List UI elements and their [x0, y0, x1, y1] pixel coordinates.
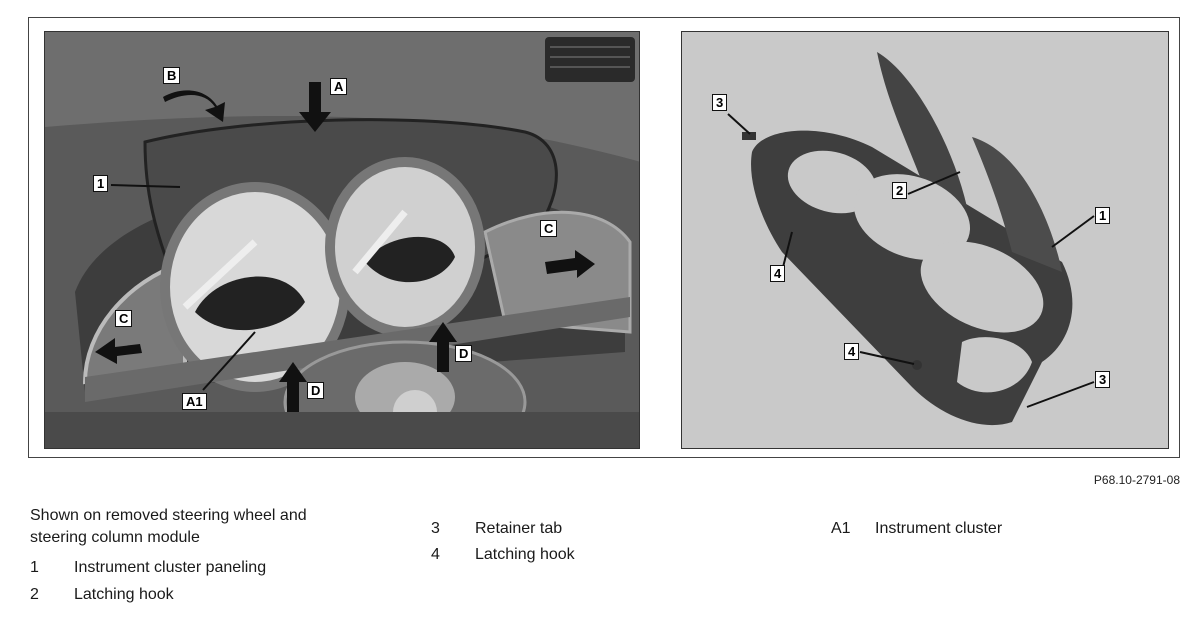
- legend-label: Instrument cluster: [875, 520, 1003, 537]
- legend-column-2: 3 Retainer tab 4 Latching hook: [431, 518, 575, 565]
- figure-frame: B A C C D D 1 A1: [28, 17, 1180, 458]
- callout-d-left: D: [307, 382, 325, 399]
- callout-a1: A1: [182, 393, 207, 410]
- legend-key: A1: [831, 520, 851, 537]
- paneling-photo: 3 2 1 4 4 3: [681, 31, 1169, 449]
- legend-label: Latching hook: [74, 586, 174, 603]
- callout-3-top: 3: [712, 94, 728, 111]
- legend-item: 3 Retainer tab: [431, 518, 575, 539]
- legend-item: A1 Instrument cluster: [831, 518, 1002, 539]
- callout-c-right: C: [540, 220, 558, 237]
- callout-c-left: C: [115, 310, 133, 327]
- callout-4-bottom: 4: [844, 343, 860, 360]
- legend-column-3: A1 Instrument cluster: [831, 518, 1002, 539]
- callout-1-right: 1: [1095, 207, 1111, 224]
- legend-key: 1: [30, 559, 39, 576]
- legend-note: Shown on removed steering wheel and stee…: [30, 507, 307, 546]
- legend-item: 2 Latching hook: [30, 584, 266, 605]
- callout-4-left: 4: [770, 265, 786, 282]
- paneling-illustration: [682, 32, 1168, 448]
- legend-label: Retainer tab: [475, 520, 563, 537]
- legend-label: Latching hook: [475, 546, 575, 563]
- dashboard-illustration: [45, 32, 639, 448]
- callout-d-right: D: [455, 345, 473, 362]
- callout-3-bottom: 3: [1095, 371, 1111, 388]
- figure-reference-code: P68.10-2791-08: [1093, 473, 1180, 487]
- legend-column-1: 1 Instrument cluster paneling 2 Latching…: [30, 557, 266, 605]
- legend-item: 4 Latching hook: [431, 544, 575, 565]
- callout-1: 1: [93, 175, 109, 192]
- callout-a: A: [330, 78, 348, 95]
- legend-key: 2: [30, 586, 39, 603]
- legend-label: Instrument cluster paneling: [74, 559, 267, 576]
- callout-b: B: [163, 67, 181, 84]
- legend-key: 3: [431, 520, 440, 537]
- legend-key: 4: [431, 546, 440, 563]
- callout-2: 2: [892, 182, 908, 199]
- dashboard-photo: B A C C D D 1 A1: [44, 31, 640, 449]
- legend-item: 1 Instrument cluster paneling: [30, 557, 266, 578]
